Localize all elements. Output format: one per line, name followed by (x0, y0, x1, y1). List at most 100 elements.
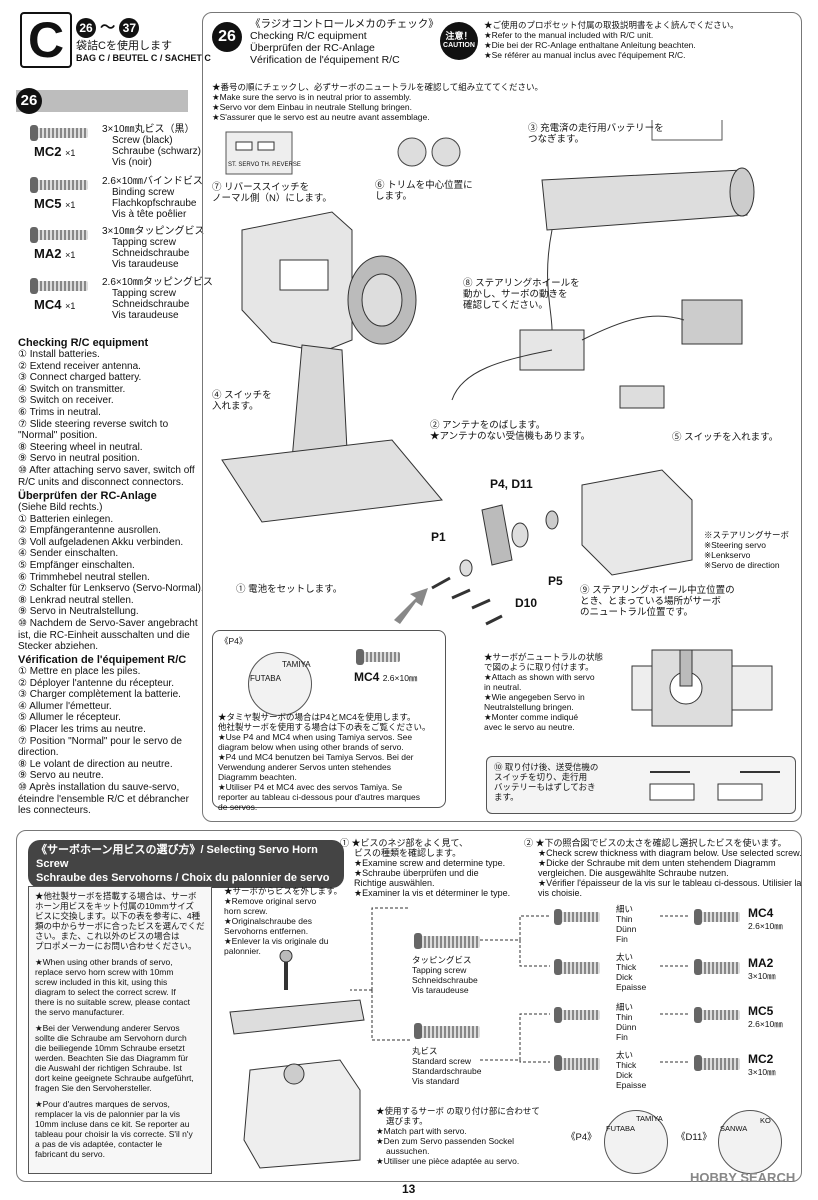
tamiya-servo-box (212, 630, 446, 808)
d11-ko: KO (760, 1116, 771, 1125)
part-code: MC2 ×1 (34, 144, 76, 159)
part-mc2: MC2 ×1 3×10㎜丸ビス（黒）Screw (black)Schraube … (16, 124, 226, 168)
bag-info: 袋詰Cを使用します BAG C / BEUTEL C / SACHET C (76, 40, 211, 64)
callout-9: ⑨ ステアリングホイール中立位置のとき、とまっている場所がサーボのニュートラル位… (580, 585, 735, 618)
futaba-label: FUTABA (250, 674, 281, 683)
mc4-screw-icon (356, 649, 400, 665)
bag-multi: BAG C / BEUTEL C / SACHET C (76, 53, 211, 63)
callout-6: ⑥ トリムを中心位置にします。 (375, 180, 473, 202)
result-screw-icon (694, 1055, 740, 1071)
part-code: MC5 ×1 (34, 196, 76, 211)
switch-labels: ST. SERVO TH. REVERSE (228, 162, 301, 168)
result-screw-icon (694, 909, 740, 925)
watermark-logo: HOBBY SEARCH (690, 1170, 796, 1185)
neutral-note: ★サーボがニュートラルの状態で図のように取り付けます。★Attach as sh… (484, 652, 604, 732)
callout-3: ③ 充電済の走行用バッテリーをつなぎます。 (528, 123, 664, 145)
left-step-bar (16, 90, 188, 112)
result-screw-icon (694, 1007, 740, 1023)
checking-en-title: Checking R/C equipment (18, 337, 149, 349)
d11-circle (718, 1110, 782, 1174)
tapping-screw-icon (414, 933, 480, 949)
screw-icon (30, 125, 88, 141)
servo-neutral-illustration (631, 649, 773, 727)
tamiya-mc4: MC4 2.6×10㎜ (354, 670, 418, 684)
checking-fr: Vérification de l'équipement R/C ① Mettr… (18, 654, 198, 817)
caution-text: ★ご使用のプロポセット付属の取扱説明書をよく読んでください。★Refer to … (484, 20, 739, 60)
callout-4: ④ スイッチを入れます。 (212, 390, 272, 412)
range-end: 37 (119, 18, 140, 38)
step26-number: 26 (212, 22, 242, 52)
callout-5: ⑤ スイッチを入れます。 (672, 432, 779, 443)
part-desc: 3×10㎜丸ビス（黒）Screw (black)Schraube (schwar… (102, 124, 201, 168)
label-p4-d11: P4, D11 (490, 477, 533, 491)
callout-1: ① 電池をセットします。 (236, 584, 343, 595)
thick-screw-icon (554, 959, 600, 975)
callout-8: ⑧ ステアリングホイールを動かし、サーボの動きを確認してください。 (463, 278, 580, 311)
callout-7: ⑦ リバーススイッチをノーマル側（N）にします。 (212, 182, 332, 204)
servo-horn-illustration (229, 950, 365, 1169)
p4-futaba: FUTABA (606, 1124, 636, 1133)
step26-intro: ★番号の順にチェックし、必ずサーボのニュートラルを確認して組み立ててください。★… (212, 82, 543, 122)
step1-text: ① ★ビスのネジ部をよく見て、ビスの種類を確認します。★Examine scre… (340, 838, 511, 898)
p4-tamiya: TAMIYA (636, 1114, 663, 1123)
label-d10: D10 (515, 596, 538, 610)
label-p5: P5 (548, 574, 563, 588)
horn-panel (16, 830, 802, 1182)
horn-title: 《サーボホーン用ビスの選び方》/ Selecting Servo Horn Sc… (28, 840, 344, 888)
horn-title-1: 《サーボホーン用ビスの選び方》/ Selecting Servo Horn Sc… (36, 844, 318, 870)
part-code: MC4 ×1 (34, 297, 76, 312)
screw-icon (30, 227, 88, 243)
result-screw-icon (694, 959, 740, 975)
page-number: 13 (402, 1182, 416, 1196)
tamiya-text: ★タミヤ製サーボの場合はP4とMC4を使用します。他社製サーボを使用する場合は下… (218, 712, 431, 812)
label-p1: P1 (431, 530, 446, 544)
thick-screw-icon (554, 1055, 600, 1071)
step-range: 26 〜 37 (76, 16, 140, 38)
bag-jp: 袋詰Cを使用します (76, 40, 172, 52)
rc-equipment-illustration (221, 120, 755, 626)
checking-fr-title: Vérification de l'équipement R/C (18, 654, 187, 666)
checking-de-title: Überprüfen der RC-Anlage (18, 490, 157, 502)
note10-text: ⑩ 取り付け後、送受信機のスイッチを切り、走行用バッテリーもはずしておきます。 (494, 762, 599, 802)
callout-2: ② アンテナをのばします。★アンテナのない受信機もあります。 (430, 420, 591, 442)
tamiya-label: TAMIYA (282, 660, 311, 669)
left-step-number: 26 (16, 88, 42, 114)
horn-instructions: ★他社製サーボを搭載する場合は、サーボホーン用ビスをキット付属の10mmサイズビ… (28, 886, 212, 1174)
d11-sanwa: SANWA (720, 1124, 748, 1133)
screw-icon (30, 177, 88, 193)
thin-screw-icon (554, 1007, 600, 1023)
disconnect-illustration (649, 771, 780, 801)
thin-screw-icon (554, 909, 600, 925)
range-start: 26 (76, 18, 96, 38)
p4-tag: 《P4》 (566, 1132, 597, 1143)
step2-text: ② ★下の照合図でビスの太さを確認し選択したビスを使います。★Check scr… (524, 838, 802, 898)
checking-en: Checking R/C equipment ① Install batteri… (18, 337, 198, 488)
part-code: MA2 ×1 (34, 246, 76, 261)
screw-icon (30, 278, 88, 294)
standard-screw-icon (414, 1023, 480, 1039)
step26-title: 《ラジオコントロールメカのチェック》 Checking R/C equipmen… (250, 18, 439, 66)
servo-label: ※ステアリングサーボ※Steering servo※Lenkservo※Serv… (704, 530, 790, 570)
caution-badge: 注意！ CAUTION (440, 22, 478, 60)
match-servo-text: ★使用するサーボ の取り付け部に合わせて選びます。★Match part wit… (376, 1106, 540, 1166)
range-sep: 〜 (100, 19, 116, 36)
checking-de: Überprüfen der RC-Anlage (Siehe Bild rec… (18, 490, 204, 653)
tamiya-p4-label: 《P4》 (220, 636, 248, 646)
note10-box (486, 756, 796, 814)
